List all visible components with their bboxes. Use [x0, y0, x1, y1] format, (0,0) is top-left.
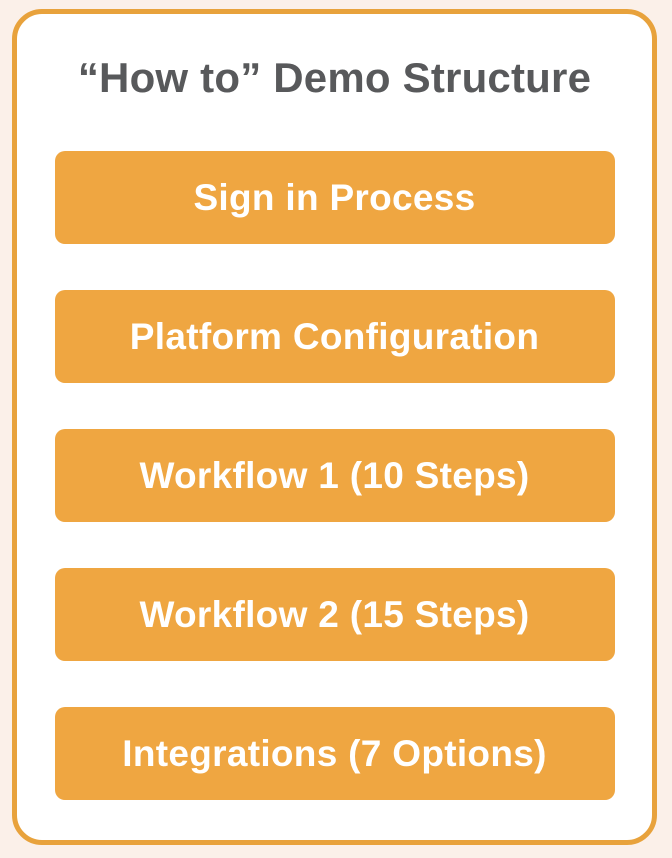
demo-structure-card: “How to” Demo Structure Sign in Process … — [12, 9, 657, 845]
step-node-workflow-1: Workflow 1 (10 Steps) — [54, 429, 615, 522]
step-node-platform-configuration: Platform Configuration — [54, 290, 615, 383]
demo-steps-list: Sign in Process Platform Configuration W… — [54, 151, 615, 800]
step-node-workflow-2: Workflow 2 (15 Steps) — [54, 568, 615, 661]
step-node-sign-in-process: Sign in Process — [54, 151, 615, 244]
step-node-integrations: Integrations (7 Options) — [54, 707, 615, 800]
page-title: “How to” Demo Structure — [77, 54, 592, 101]
